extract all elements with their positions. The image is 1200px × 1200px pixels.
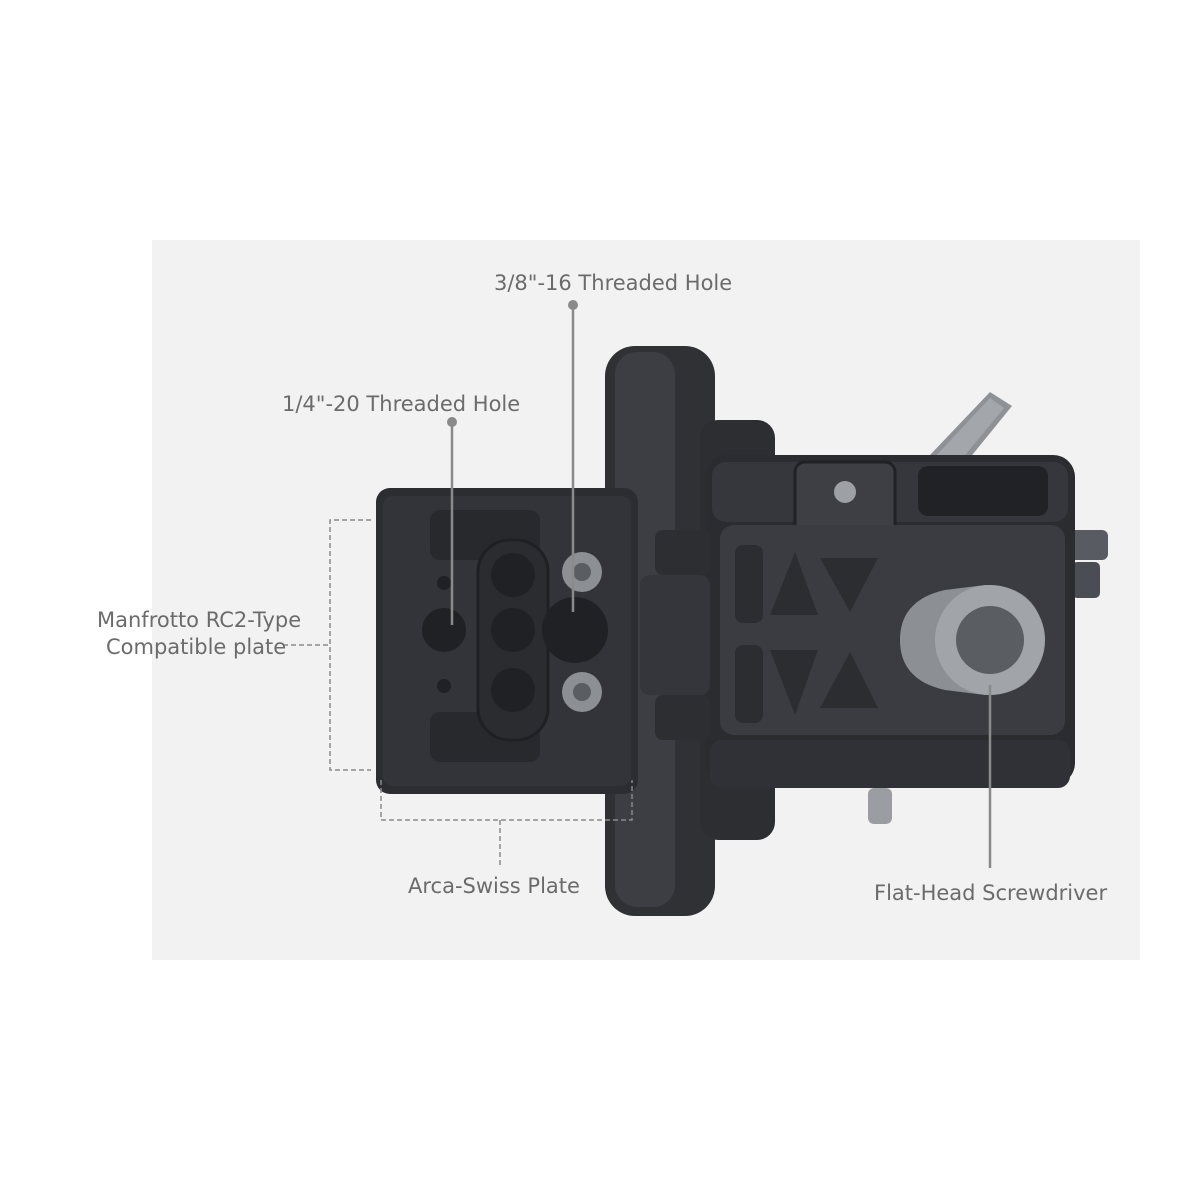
manfrotto-arca-plate	[376, 488, 638, 794]
label-flat-head-screwdriver: Flat-Head Screwdriver	[874, 881, 1108, 905]
label-1-4-threaded-hole: 1/4"-20 Threaded Hole	[282, 392, 521, 416]
callout-bracket-lines	[283, 519, 633, 868]
label-3-8-threaded-hole: 3/8"-16 Threaded Hole	[494, 271, 733, 295]
label-manfrotto-line2: Compatible plate	[106, 635, 287, 659]
label-arca-swiss: Arca-Swiss Plate	[408, 874, 580, 898]
screwdriver-lever	[930, 392, 1012, 470]
callout-leader-lines	[447, 300, 992, 868]
screwdriver-ring	[900, 585, 1045, 695]
side-knob	[1068, 530, 1108, 598]
label-manfrotto-line1: Manfrotto RC2-Type	[97, 608, 302, 632]
